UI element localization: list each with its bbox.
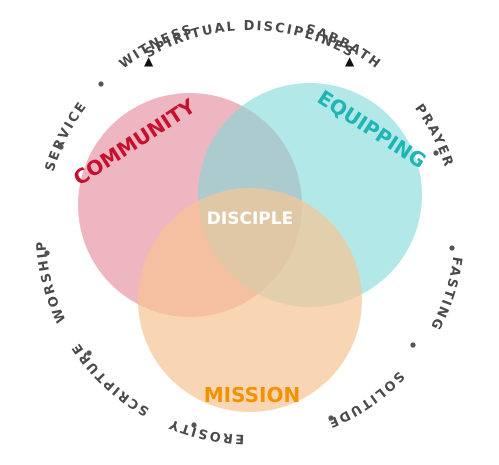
separator-dot <box>191 422 197 428</box>
discipline-solitude: SOLITUDE <box>325 368 407 430</box>
discipline-witness: WITNESS <box>117 22 196 72</box>
discipline-worship: WORSHIP <box>34 239 69 325</box>
separator-dots <box>44 81 455 428</box>
separator-dot <box>328 415 334 421</box>
header-right-triangle-icon: ▲ <box>345 54 355 68</box>
disciple-label: DISCIPLE <box>207 209 293 229</box>
separator-dot <box>410 342 416 348</box>
separator-dot <box>86 350 92 356</box>
separator-dot <box>44 250 50 256</box>
mission-label: MISSION <box>204 383 300 407</box>
separator-dot <box>58 144 64 150</box>
discipline-sabbath: SABBATH <box>304 22 385 73</box>
mission-circle <box>138 188 362 412</box>
discipline-scripture: SCRIPTURE <box>69 339 152 418</box>
separator-dot <box>449 245 455 251</box>
separator-dot <box>433 150 439 156</box>
separator-dot <box>98 81 104 87</box>
header-left-triangle-icon: ▲ <box>144 54 154 68</box>
discipline-fasting: FASTING <box>426 256 464 334</box>
